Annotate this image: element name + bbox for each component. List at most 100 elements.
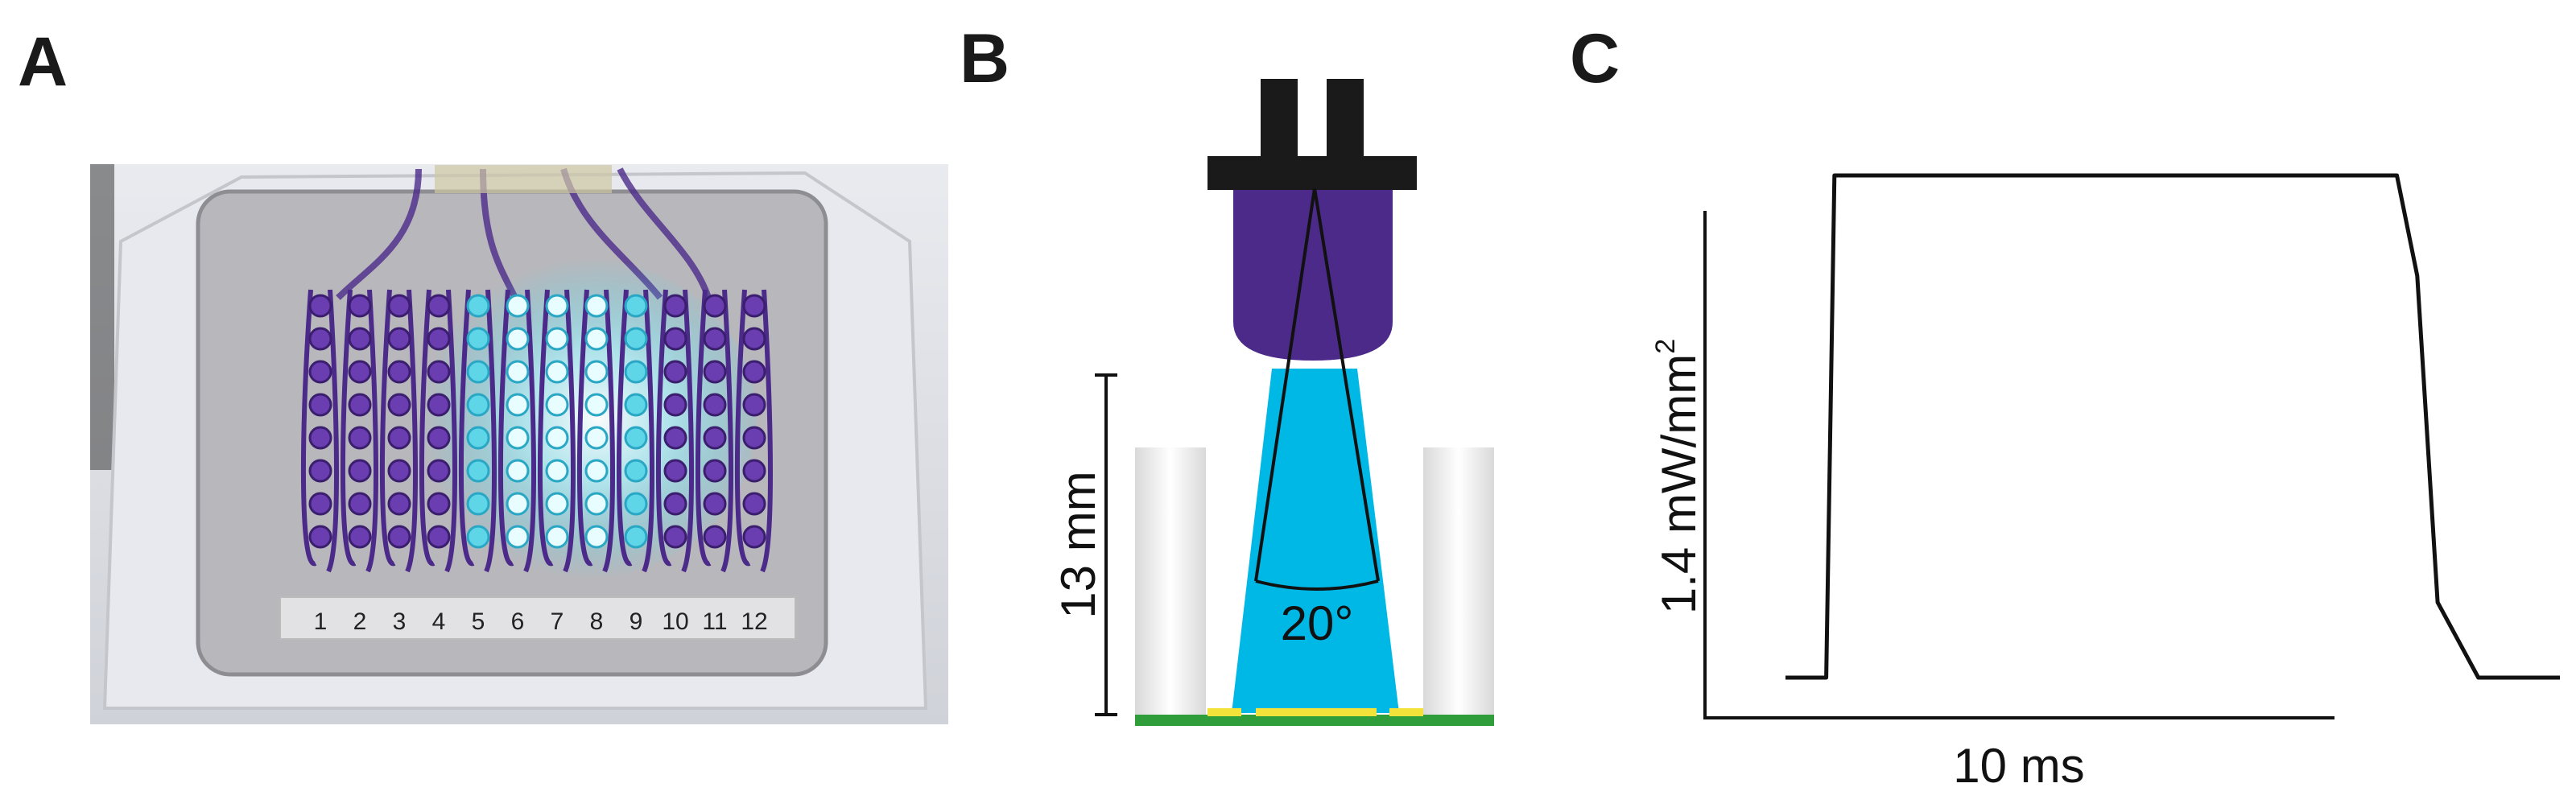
led [584,327,609,351]
led [506,294,530,318]
column-number-label: 5 [472,608,485,635]
led-wire [537,289,576,573]
column-number-label: 11 [702,608,727,635]
led [703,426,727,450]
led [308,393,332,417]
led-wire [497,289,536,573]
led [308,492,332,516]
led-wire [616,289,654,573]
distance-scale-bar [1095,373,1117,716]
led [387,393,411,417]
column-number-label: 6 [511,608,525,635]
led [742,360,766,384]
led [663,294,687,318]
column-number-label: 2 [353,608,367,635]
led-base-bar [1208,156,1417,190]
led [348,459,372,483]
panel-label-c: C [1570,20,1620,97]
led [545,360,569,384]
led [624,360,648,384]
led [348,327,372,351]
led [427,393,451,417]
led [663,360,687,384]
led [742,393,766,417]
led [584,294,609,318]
led [584,360,609,384]
led [466,525,490,549]
led [584,492,609,516]
led-pin-left [1261,79,1298,156]
led [703,327,727,351]
panel-label-a: A [18,23,68,101]
led [308,459,332,483]
led [545,459,569,483]
led [703,525,727,549]
led [427,426,451,450]
led [387,360,411,384]
led [624,327,648,351]
led-wire [300,289,339,573]
led [703,294,727,318]
led [663,393,687,417]
led [506,360,530,384]
led [308,360,332,384]
led [466,294,490,318]
column-number-label: 12 [741,608,767,635]
led [466,492,490,516]
column-number-label: 9 [630,608,643,635]
led [742,426,766,450]
led-pad-right [1389,708,1423,716]
led [308,525,332,549]
led [466,327,490,351]
led [742,327,766,351]
led-wire [695,289,733,573]
led [584,393,609,417]
led [663,492,687,516]
led [348,525,372,549]
led [308,327,332,351]
led [506,393,530,417]
led [663,459,687,483]
led [545,294,569,318]
led [506,459,530,483]
led [308,294,332,318]
led [348,492,372,516]
led [545,393,569,417]
led [545,426,569,450]
led [663,525,687,549]
angle-label: 20° [1281,596,1354,650]
column-number-label: 4 [432,608,446,635]
led [466,360,490,384]
led-wire [655,289,694,573]
column-number-label: 7 [551,608,564,635]
led [624,426,648,450]
led [663,426,687,450]
led [308,426,332,450]
led [427,492,451,516]
led [348,294,372,318]
led [742,492,766,516]
led [703,393,727,417]
led [703,360,727,384]
well-wall-right [1423,447,1494,718]
led [584,459,609,483]
beam-angle-lines [1254,188,1380,582]
distance-label: 13 mm [1051,471,1105,618]
led [348,360,372,384]
led [663,327,687,351]
led [427,360,451,384]
led [506,327,530,351]
light-pulse-plot: 1.4 mW/mm2 10 ms [1650,173,2560,793]
pcb-board [1135,715,1494,726]
led [427,525,451,549]
led-wire [576,289,615,573]
y-scale-label: 1.4 mW/mm2 [1650,339,1706,614]
led-body [1233,190,1393,361]
led [545,327,569,351]
led [624,459,648,483]
led [506,426,530,450]
pulse-trace-line [1785,173,2560,680]
led [742,294,766,318]
led-pad-center [1256,708,1377,716]
led-wire [458,289,497,573]
